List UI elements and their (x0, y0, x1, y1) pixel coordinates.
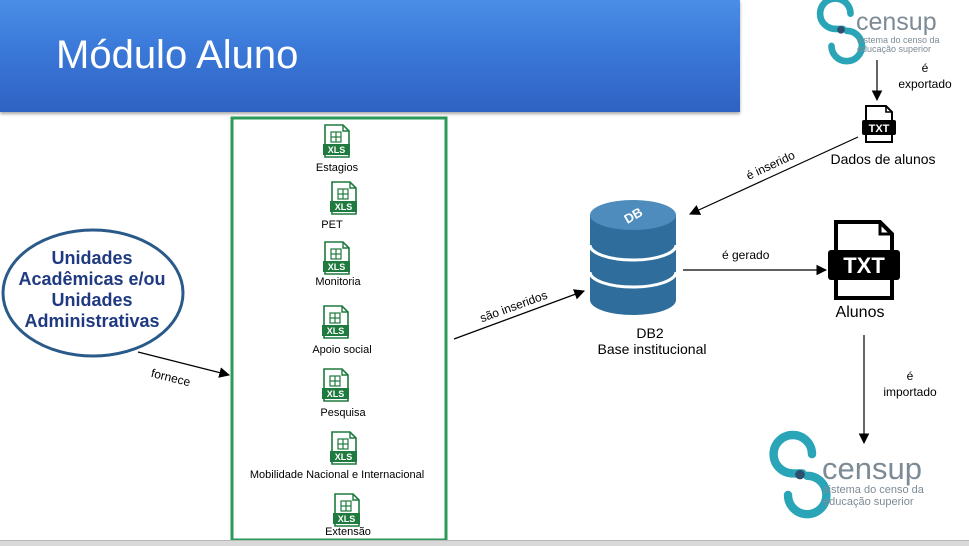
source-label: Unidades Acadêmicas e/ou Unidades Admini… (2, 248, 182, 332)
xls-badge-text: XLS (327, 389, 345, 399)
edge-label-e-exportado-1: é (921, 61, 929, 75)
arrow-e-inserido (689, 136, 859, 215)
file-label-mobilidade: Mobilidade Nacional e Internacional (249, 469, 425, 481)
xls-badge-text: XLS (328, 145, 346, 155)
source-line: Acadêmicas e/ou (18, 269, 166, 289)
txt-badge-text-large: TXT (843, 253, 885, 278)
xls-icon: XLS (321, 368, 350, 402)
txt-file-icon: TXT (861, 105, 897, 143)
edge-label-e-importado-1: é (906, 369, 914, 383)
censup-logo-tagline: sistema do censo da educação superior (823, 484, 924, 508)
censup-logo-word: censup (822, 451, 922, 486)
slide-bottom-edge (0, 540, 969, 546)
censup-logo-word: censup (856, 8, 937, 36)
arrow-fornece (137, 351, 231, 378)
database-name: DB2 (636, 325, 664, 341)
arrow-sao-inseridos (453, 289, 586, 340)
database-icon: DB (588, 200, 678, 315)
database-caption: Base institucional (597, 341, 707, 357)
source-line: Administrativas (24, 311, 160, 331)
censup-tagline-line: educação superior (823, 495, 914, 508)
file-label-pesquisa: Pesquisa (320, 407, 366, 419)
xls-icon: XLS (332, 493, 361, 527)
title-bar: Módulo Aluno (0, 0, 740, 112)
edge-label-e-importado-2: importado (883, 385, 937, 399)
xls-icon: XLS (321, 305, 350, 339)
xls-badge-text: XLS (327, 326, 345, 336)
xls-badge-text: XLS (335, 202, 353, 212)
source-line: Unidades (51, 290, 133, 310)
xls-badge-text: XLS (328, 262, 346, 272)
source-ellipse (1, 228, 185, 358)
file-label-estagios: Estagios (315, 162, 359, 174)
xls-badge-text: XLS (335, 452, 353, 462)
censup-tagline-line: sistema do censo da (823, 484, 924, 496)
file-label-apoio-social: Apoio social (312, 344, 372, 356)
source-line: Unidades (51, 248, 133, 268)
page-title: Módulo Aluno (56, 33, 299, 77)
alunos-label: Alunos (835, 304, 885, 321)
censup-tagline-line: educação superior (857, 44, 932, 55)
xls-icon: XLS (329, 431, 358, 465)
edge-label-e-exportado-2: exportado (898, 77, 952, 91)
dados-de-alunos-label: Dados de alunos (830, 151, 936, 167)
censup-logo-tagline: sistema do censo da educação superior (857, 35, 940, 55)
xls-badge-text: XLS (338, 514, 356, 524)
file-label-monitoria: Monitoria (315, 276, 361, 288)
censup-logo-icon (774, 435, 827, 514)
censup-tagline-line: sistema do censo da (857, 35, 940, 45)
xls-icon: XLS (322, 241, 351, 275)
edge-label-e-gerado: é gerado (722, 248, 770, 262)
file-label-pet: PET (321, 219, 343, 231)
txt-file-icon-large: TXT (828, 220, 900, 300)
xls-icon: XLS (329, 181, 358, 215)
txt-badge-text: TXT (869, 123, 890, 135)
file-label-extensao: Extensão (325, 526, 371, 538)
xls-icon: XLS (322, 124, 351, 158)
